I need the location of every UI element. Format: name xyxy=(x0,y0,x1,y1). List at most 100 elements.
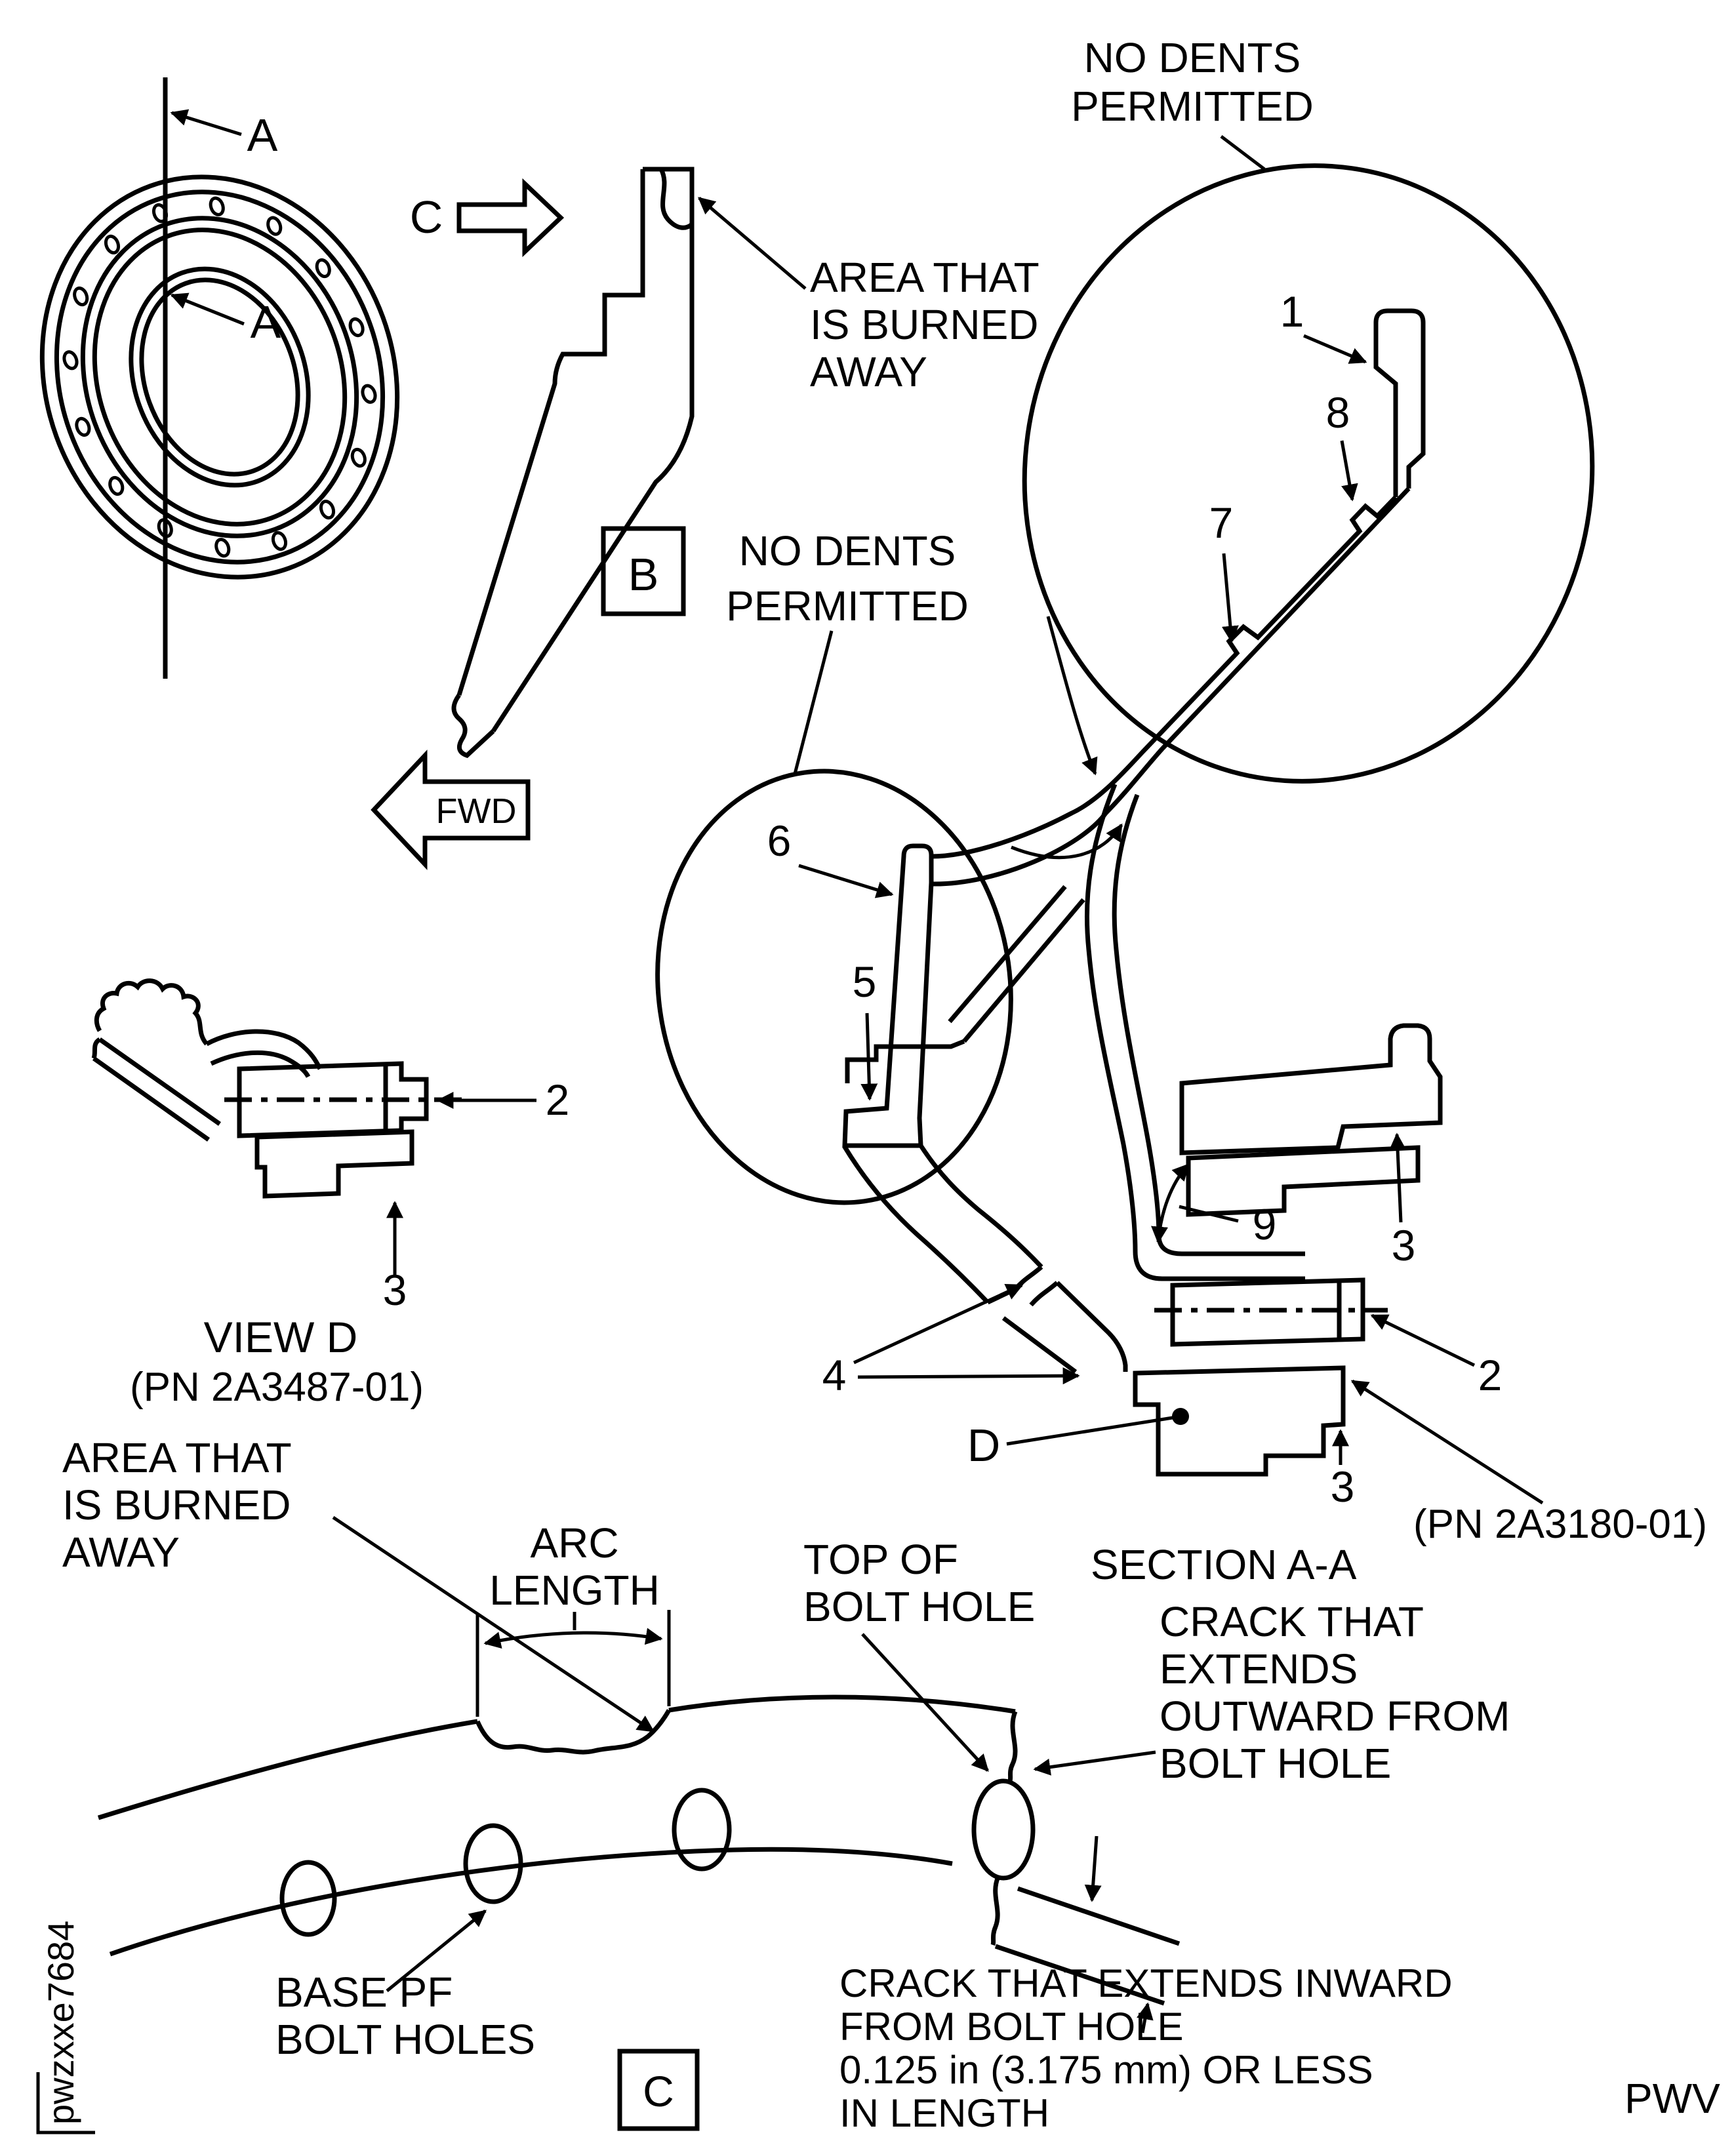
ellipse1-pointer-arrow xyxy=(1046,616,1098,776)
junction-sheet-inner xyxy=(1112,793,1305,1256)
figure-id-text: pwzxxe7684 xyxy=(40,1921,81,2125)
bolt-hole-ring xyxy=(62,196,377,558)
no-dents-top-leader xyxy=(1220,135,1266,170)
d-reference-dot xyxy=(1172,1408,1189,1425)
callout-8: 8 xyxy=(1326,388,1350,437)
viewd-band-2 xyxy=(92,1056,211,1142)
callout-1: 1 xyxy=(1280,287,1304,336)
section-letter-a-mid: A xyxy=(251,296,281,348)
callout-7: 7 xyxy=(1209,498,1234,547)
lower-arc xyxy=(109,1847,953,1957)
callout-3-lower: 3 xyxy=(1331,1462,1355,1511)
burned-top-line2: IS BURNED xyxy=(810,301,1039,348)
view-d-drawing: 2 3 VIEW D (PN 2A3487-01) xyxy=(91,978,570,1410)
bolt-hole-cracked xyxy=(971,1778,1036,1881)
bolt-hole-1 xyxy=(279,1860,337,1937)
tip-band-edge2 xyxy=(948,885,1067,1024)
crack-outward-wavy xyxy=(1007,1710,1018,1782)
tobh-leader xyxy=(861,1633,989,1772)
callout-5: 5 xyxy=(853,957,877,1006)
tip-band-edge1 xyxy=(962,898,1085,1043)
crack-in-line3: 0.125 in (3.175 mm) OR LESS xyxy=(839,2048,1373,2092)
burned-bottom-line1: AREA THAT xyxy=(62,1434,292,1481)
bottom-plate xyxy=(1133,1365,1346,1477)
tobh-line2: BOLT HOLE xyxy=(803,1583,1035,1630)
callout-2-left: 2 xyxy=(546,1075,570,1124)
figure-id-block: pwzxxe7684 xyxy=(36,1921,95,2134)
bolt-hole-arc-figure: ARC LENGTH AREA THAT IS BURNED AWAY TOP … xyxy=(62,1434,1510,2135)
callout-4-arrow-b xyxy=(857,1367,1080,1385)
cracked-piece-upper-edge xyxy=(1017,1886,1181,1946)
burned-bottom-line3: AWAY xyxy=(62,1529,180,1576)
bolt-hole-2 xyxy=(463,1823,523,1904)
cracked-edge-down-arrow xyxy=(1084,1835,1102,1902)
crack-in-line1: CRACK THAT EXTENDS INWARD xyxy=(839,1961,1453,2005)
callout-4: 4 xyxy=(822,1351,847,1399)
base-bolt-holes-label: BASE PF BOLT HOLES xyxy=(275,1910,535,2063)
burned-bottom-leader xyxy=(332,1515,655,1733)
fwd-label: FWD xyxy=(436,791,517,831)
upper-arc-left xyxy=(97,1719,478,1820)
view-d-pn: (PN 2A3487-01) xyxy=(130,1365,424,1410)
viewd-neck-2 xyxy=(210,1050,311,1078)
callout-6: 6 xyxy=(767,816,792,865)
arc-length-line1: ARC xyxy=(530,1519,618,1567)
no-dents-top-line2: PERMITTED xyxy=(1071,83,1314,130)
callout-1-arrow xyxy=(1303,334,1367,364)
callout-4-arrow-a xyxy=(853,1283,1024,1365)
cracked-piece-lower-edge xyxy=(994,1944,1165,2006)
figure-id-bracket xyxy=(36,2072,95,2134)
upper-plate xyxy=(1179,1023,1443,1155)
arc-length-dim-arrow xyxy=(483,1628,663,1649)
viewd-band-1 xyxy=(98,1037,222,1126)
callout-2-right: 2 xyxy=(1478,1351,1503,1399)
no-dents-top-label: NO DENTS PERMITTED xyxy=(1071,34,1314,170)
foot-neck-2 xyxy=(843,1146,990,1304)
inspection-ellipse-1 xyxy=(1022,163,1595,784)
burned-edge-wavy xyxy=(658,168,694,230)
detail-box-b xyxy=(601,526,686,616)
base-line2: BOLT HOLES xyxy=(275,2016,535,2063)
base-line1: BASE PF xyxy=(275,1969,453,2016)
crack-out-line3: OUTWARD FROM xyxy=(1160,1692,1510,1740)
band-lower-1 xyxy=(1055,1281,1128,1372)
crack-out-line2: EXTENDS xyxy=(1160,1645,1358,1692)
crack-inward-wavy xyxy=(990,1875,1001,1946)
no-dents-mid-label: NO DENTS PERMITTED xyxy=(726,527,969,774)
no-dents-mid-line1: NO DENTS xyxy=(739,527,956,574)
band-break-2 xyxy=(1029,1281,1059,1307)
strut-upper-edge xyxy=(931,495,1398,859)
profile-right-edge xyxy=(491,167,695,732)
viewd-wavy-top xyxy=(94,978,209,1046)
callout-d-leader xyxy=(1006,1416,1173,1446)
viewd-neck-1 xyxy=(205,1029,323,1070)
strut-lower-edge xyxy=(931,487,1411,887)
callout-3-upper: 3 xyxy=(1392,1221,1416,1270)
callout-d: D xyxy=(967,1420,1001,1471)
burned-top-leader xyxy=(698,197,807,290)
hook-flange xyxy=(1373,308,1426,497)
junction-sheet-outer xyxy=(1084,783,1305,1281)
profile-break-squiggle xyxy=(451,693,495,758)
crack-in-line2: FROM BOLT HOLE xyxy=(839,2005,1184,2049)
dim-9-arc xyxy=(1151,1163,1190,1244)
viewd-bottom-plate xyxy=(254,1129,414,1199)
section-letter-a-top: A xyxy=(247,110,278,161)
crack-out-leader xyxy=(1033,1750,1156,1776)
crack-inward-label: CRACK THAT EXTENDS INWARD FROM BOLT HOLE… xyxy=(839,1961,1453,2135)
view-c-block-arrow xyxy=(456,178,565,258)
burned-notch xyxy=(475,1709,672,1755)
hub-block xyxy=(1170,1277,1365,1347)
view-letter-c: C xyxy=(410,191,443,243)
arc-length-line2: LENGTH xyxy=(489,1567,660,1614)
base-leader xyxy=(386,1910,487,1992)
cracked-edge-up-arrow xyxy=(1137,2002,1154,2033)
section-aa-pn: (PN 2A3180-01) xyxy=(1413,1502,1707,1547)
view-d-title: VIEW D xyxy=(204,1313,358,1361)
no-dents-mid-line2: PERMITTED xyxy=(726,582,969,630)
inspection-ellipse-2 xyxy=(655,769,1013,1205)
crack-out-line1: CRACK THAT xyxy=(1160,1598,1424,1645)
section-arrow-a-mid xyxy=(170,292,245,326)
crack-outward-label: CRACK THAT EXTENDS OUTWARD FROM BOLT HOL… xyxy=(1033,1598,1510,1787)
